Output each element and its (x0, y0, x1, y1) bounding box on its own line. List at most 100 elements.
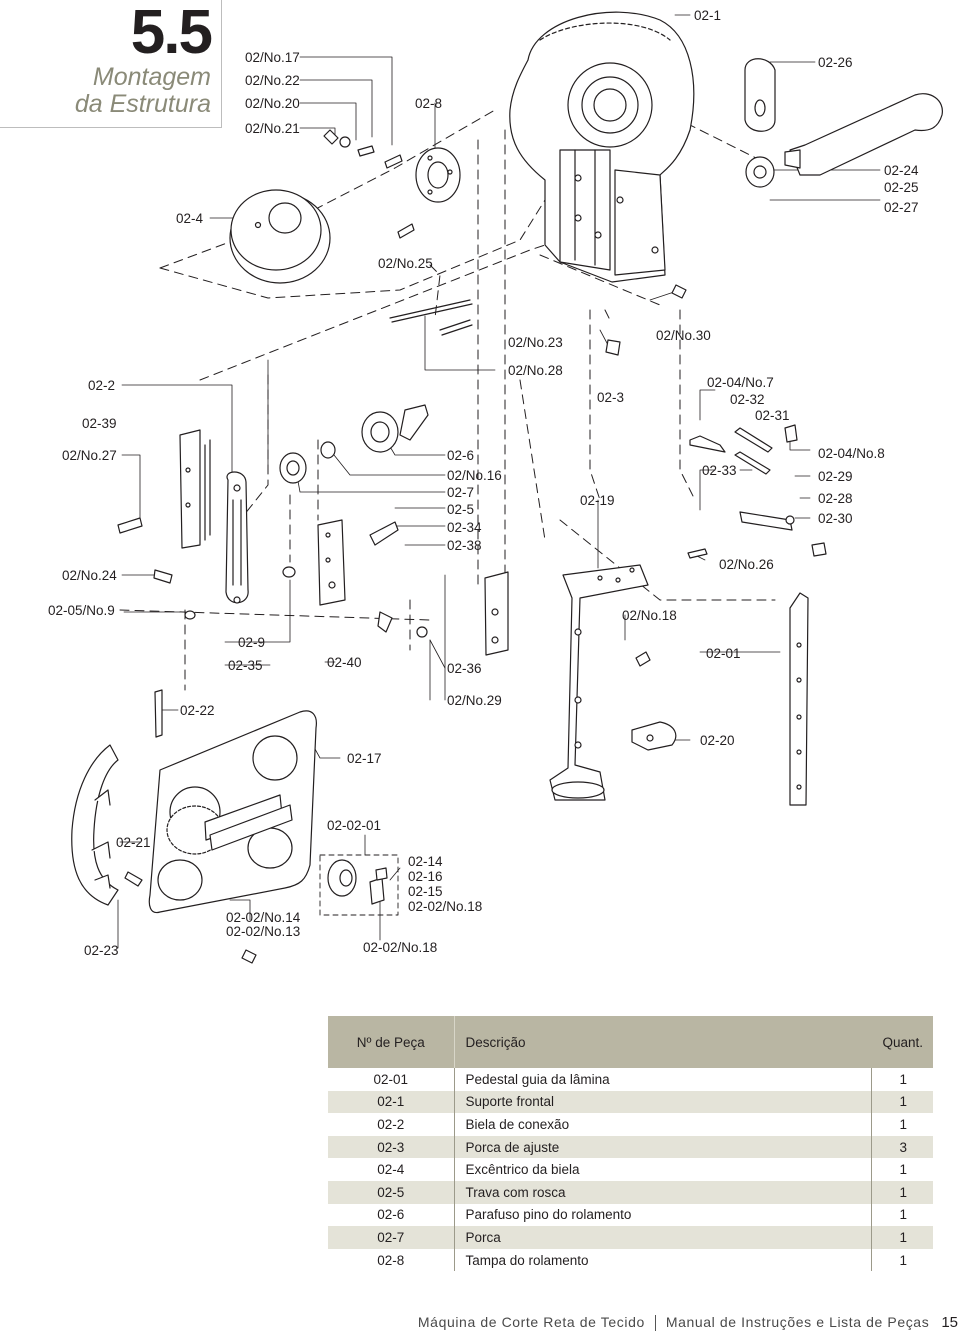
callout: 02-35 (228, 658, 263, 673)
callout: 02-14 (408, 854, 443, 869)
part-no-cell: 02-6 (328, 1203, 454, 1227)
callout: 02-25 (884, 180, 919, 195)
description-cell: Porca (453, 1226, 872, 1249)
callout: 02-02/No.14 (226, 910, 301, 925)
table-row: 02-3 Porca de ajuste 3 (328, 1135, 933, 1159)
top-screws (323, 129, 687, 356)
callout: 02/No.28 (508, 363, 563, 378)
part-no-cell: 02-1 (328, 1090, 454, 1114)
footer-separator (654, 1315, 656, 1332)
part-no-cell: 02-3 (328, 1135, 454, 1159)
qty-cell: 1 (871, 1226, 933, 1249)
handle-part (745, 93, 943, 188)
callout: 02-1 (694, 8, 721, 23)
callout: 02/No.29 (447, 693, 502, 708)
callout: 02-19 (580, 493, 615, 508)
bar-02-36 (484, 571, 509, 656)
callout: 02-02/No.18 (408, 899, 482, 914)
description-cell: Excêntrico da biela (453, 1158, 872, 1181)
callout: 02/No.21 (245, 121, 300, 136)
part-no-cell: 02-01 (328, 1068, 454, 1091)
callout: 02-7 (447, 485, 474, 500)
part-no-cell: 02-2 (328, 1113, 454, 1136)
description-cell: Parafuso pino do rolamento (453, 1203, 872, 1227)
table-header-row: Nº de Peça Descrição Quant. (328, 1016, 933, 1068)
section-number: 5.5 (130, 0, 213, 67)
description-cell: Porca de ajuste (453, 1135, 872, 1159)
qty-cell: 1 (871, 1203, 933, 1227)
description-cell: Pedestal guia da lâmina (453, 1068, 872, 1091)
callout: 02-04/No.7 (707, 375, 774, 390)
callout: 02-6 (447, 448, 474, 463)
table-row: 02-8 Tampa do rolamento 1 (328, 1248, 933, 1272)
column-header-description: Descrição (453, 1016, 871, 1068)
callout: 02-38 (447, 538, 482, 553)
callout: 02/No.18 (622, 608, 677, 623)
connecting-rod-part (225, 471, 249, 604)
callout: 02-39 (82, 416, 117, 431)
section-title-line1: Montagem (92, 63, 211, 91)
qty-cell: 3 (871, 1135, 933, 1159)
base-plate-part (148, 710, 317, 914)
section-title: Montagem da Estrutura (75, 64, 211, 118)
parts-table: Nº de Peça Descrição Quant. 02-01 Pedest… (328, 1016, 933, 1272)
exploded-assembly-diagram: 02/No.17 02/No.22 02/No.20 02/No.21 02-8… (48, 8, 943, 964)
callout: 02-21 (116, 835, 151, 850)
table-row: 02-2 Biela de conexão 1 (328, 1113, 933, 1136)
callout: 02-4 (176, 211, 204, 226)
callout: 02/No.27 (62, 448, 117, 463)
description-cell: Suporte frontal (453, 1090, 872, 1114)
callout: 02-23 (84, 943, 119, 958)
callout: 02-02/No.13 (226, 924, 300, 939)
callout: 02-5 (447, 502, 474, 517)
callout: 02-8 (415, 96, 442, 111)
clamp-02-20 (631, 651, 677, 751)
footer-manual-subtitle: Manual de Instruções e Lista de Peças (665, 1314, 930, 1330)
callout: 02/No.25 (378, 256, 433, 271)
bearing-cover-part (415, 147, 461, 203)
table-row: 02-4 Excêntrico da biela 1 (328, 1158, 933, 1181)
callout: 02-30 (818, 511, 853, 526)
callout: 02-3 (597, 390, 624, 405)
callout: 02-15 (408, 884, 443, 899)
callout: 02-01 (706, 646, 741, 661)
roller-group-02-02-01 (327, 859, 388, 905)
section-header: 5.5 Montagem da Estrutura (0, 0, 222, 128)
callout: 02-40 (327, 655, 362, 670)
qty-cell: 1 (871, 1113, 933, 1136)
front-bracket-part (509, 11, 695, 283)
callout: 02-04/No.8 (818, 446, 885, 461)
table-row: 02-01 Pedestal guia da lâmina 1 (328, 1068, 933, 1091)
rod-screws (117, 517, 296, 620)
adjust-block-part (317, 519, 346, 606)
slot-plate-part (744, 58, 776, 132)
section-title-line2: da Estrutura (74, 90, 211, 118)
callout: 02-31 (755, 408, 790, 423)
description-cell: Biela de conexão (453, 1113, 872, 1136)
callout: 02-20 (700, 733, 735, 748)
callout: 02/No.26 (719, 557, 774, 572)
part-no-cell: 02-5 (328, 1180, 454, 1204)
callout: 02-9 (238, 635, 265, 650)
callout: 02/No.23 (508, 335, 563, 350)
callout: 02-27 (884, 200, 919, 215)
footer-manual-title: Máquina de Corte Reta de Tecido (417, 1314, 645, 1330)
callout: 02-26 (818, 55, 853, 70)
part-no-cell: 02-8 (328, 1248, 454, 1272)
column-header-part-no: Nº de Peça (328, 1016, 454, 1068)
rollers (279, 404, 429, 546)
table-row: 02-1 Suporte frontal 1 (328, 1090, 933, 1114)
table-row: 02-5 Trava com rosca 1 (328, 1180, 933, 1204)
guide-bar-part (179, 429, 211, 549)
table-row: 02-6 Parafuso pino do rolamento 1 (328, 1203, 933, 1227)
pedestal-part (549, 564, 649, 801)
qty-cell: 1 (871, 1068, 933, 1091)
callout: 02-32 (730, 392, 765, 407)
part-no-cell: 02-4 (328, 1158, 454, 1181)
page-footer: Máquina de Corte Reta de Tecido Manual de… (418, 1314, 960, 1334)
description-cell: Trava com rosca (453, 1180, 872, 1204)
callout: 02/No.16 (447, 468, 502, 483)
qty-cell: 1 (871, 1248, 933, 1272)
qty-cell: 1 (871, 1158, 933, 1181)
callout: 02/No.20 (245, 96, 300, 111)
